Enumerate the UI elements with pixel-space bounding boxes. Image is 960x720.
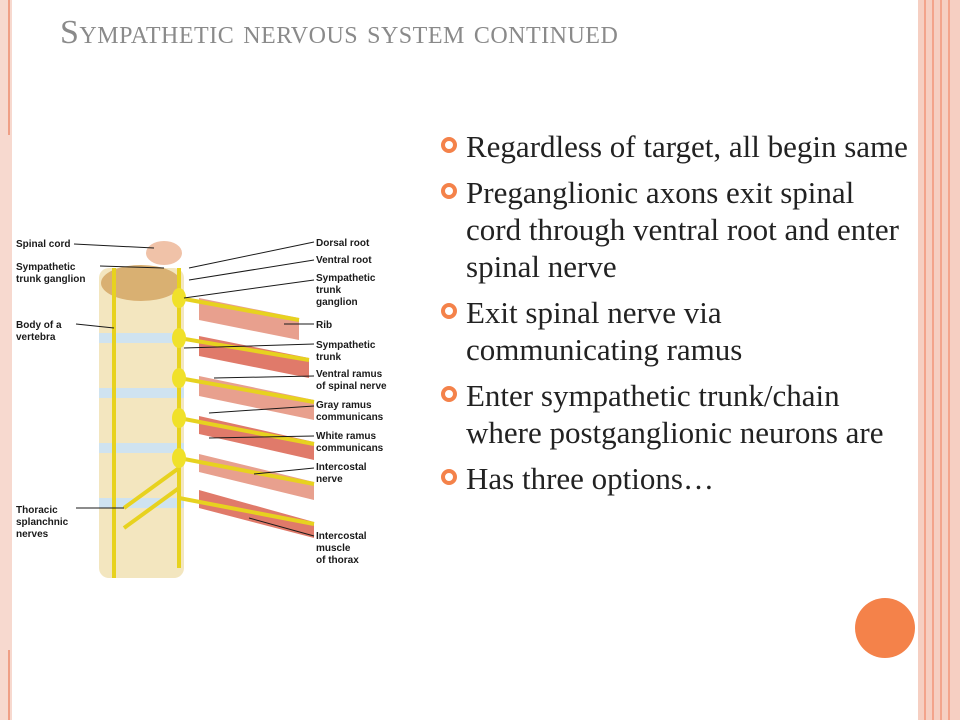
label-sympathetic-2: Sympathetic [316, 340, 376, 351]
label-of-thorax: of thorax [316, 555, 359, 566]
orange-ring-bullet-icon [441, 469, 457, 485]
orange-ring-bullet-icon [441, 137, 457, 153]
bullet-item: Exit spinal nerve via communicating ramu… [440, 294, 910, 368]
right-frame-border [918, 0, 960, 720]
label-trunk-1: trunk [316, 285, 341, 296]
label-vertebra: vertebra [16, 332, 56, 343]
label-white-communicans: communicans [316, 443, 384, 454]
sympathetic-trunk [112, 268, 315, 578]
left-frame-border [0, 0, 12, 720]
bullet-item: Preganglionic axons exit spinal cord thr… [440, 174, 910, 285]
bullet-item: Enter sympathetic trunk/chain where post… [440, 377, 910, 451]
label-dorsal-root: Dorsal root [316, 238, 370, 249]
label-trunk-ganglion: trunk ganglion [16, 274, 85, 285]
label-nerves: nerves [16, 529, 49, 540]
left-frame-line-top [8, 0, 10, 135]
label-intercostal-muscle-1: Intercostal [316, 531, 367, 542]
bullet-text: Regardless of target, all begin same [466, 129, 908, 164]
label-thoracic: Thoracic [16, 505, 58, 516]
frame-stripe [932, 0, 934, 720]
label-white-ramus: White ramus [316, 431, 376, 442]
trunk-ganglia [172, 288, 186, 468]
spinal-cord [146, 241, 182, 265]
label-of-spinal-nerve: of spinal nerve [316, 381, 387, 392]
label-intercostal: Intercostal [316, 462, 367, 473]
label-trunk-2: trunk [316, 352, 341, 363]
label-splanchnic: splanchnic [16, 517, 69, 528]
label-muscle: muscle [316, 543, 351, 554]
label-ganglion: ganglion [316, 297, 358, 308]
sympathetic-trunk-figure: Spinal cord Sympathetic trunk ganglion B… [16, 238, 387, 578]
orange-ring-bullet-icon [441, 303, 457, 319]
label-nerve: nerve [316, 474, 343, 485]
label-gray-communicans: communicans [316, 412, 384, 423]
label-ventral-ramus: Ventral ramus [316, 369, 383, 380]
bullet-text: Preganglionic axons exit spinal cord thr… [466, 175, 899, 284]
label-sympathetic-1: Sympathetic [316, 273, 376, 284]
bullet-text: Has three options… [466, 461, 714, 496]
label-ventral-root: Ventral root [316, 255, 372, 266]
label-gray-ramus: Gray ramus [316, 400, 372, 411]
vertebral-column [99, 265, 184, 578]
label-body-of-a: Body of a [16, 320, 62, 331]
rib-muscles [199, 298, 314, 538]
label-spinal-cord: Spinal cord [16, 239, 70, 250]
bullet-text: Enter sympathetic trunk/chain where post… [466, 378, 884, 450]
bullet-item: Regardless of target, all begin same [440, 128, 910, 165]
frame-stripe [948, 0, 950, 720]
slide-title: Sympathetic nervous system continued [60, 14, 619, 51]
bullet-text: Exit spinal nerve via communicating ramu… [466, 295, 743, 367]
bullet-list: Regardless of target, all begin same Pre… [440, 128, 910, 506]
frame-stripe [940, 0, 942, 720]
label-sympathetic: Sympathetic [16, 262, 76, 273]
leader-lines [73, 241, 315, 537]
decorative-orange-circle [855, 598, 915, 658]
orange-ring-bullet-icon [441, 386, 457, 402]
orange-ring-bullet-icon [441, 183, 457, 199]
left-frame-line-bottom [8, 650, 10, 720]
frame-stripe [924, 0, 926, 720]
bullet-item: Has three options… [440, 460, 910, 497]
label-rib: Rib [316, 320, 332, 331]
